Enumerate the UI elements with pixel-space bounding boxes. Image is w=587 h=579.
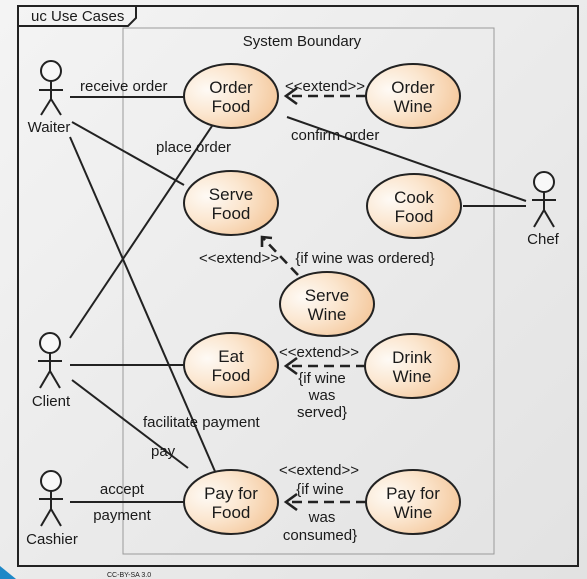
diagram-frame	[17, 5, 579, 567]
actor-chef[interactable]	[532, 171, 556, 228]
assoc-client-pay-food	[71, 379, 189, 469]
actor-client-head-icon	[39, 332, 61, 354]
assoc-waiter-serve-food	[71, 121, 185, 186]
frame-title: uc Use Cases	[31, 8, 124, 25]
label-confirm-order: confirm order	[291, 127, 379, 144]
extend-condition-drink-wine-line3: served}	[297, 404, 347, 421]
frame-title-tab	[18, 6, 137, 27]
extend-condition-drink-wine-line2: was	[308, 387, 336, 404]
label-place-order: place order	[156, 139, 231, 156]
actor-waiter-label: Waiter	[28, 119, 71, 136]
use-case-order-wine-line2: Wine	[394, 97, 433, 116]
assoc-client-order-food	[69, 125, 213, 339]
assoc-chef-order-food	[286, 116, 527, 202]
associations	[69, 96, 527, 503]
extend-condition-pay-wine-line2: was	[308, 509, 336, 526]
extend-stereotype-serve-wine: <<extend>>	[199, 250, 279, 267]
use-case-pay-food[interactable]: Pay for Food	[183, 469, 279, 535]
extend-arrows	[260, 86, 366, 512]
use-case-pay-wine-line2: Wine	[394, 503, 433, 522]
extend-arrowhead-pay-wine	[283, 492, 298, 512]
label-pay: pay	[151, 443, 176, 460]
extend-stereotype-order-wine: <<extend>>	[285, 78, 365, 95]
use-case-serve-food-line1: Serve	[209, 185, 253, 204]
use-case-serve-wine-line2: Wine	[308, 305, 347, 324]
actor-client-label: Client	[32, 393, 71, 410]
actor-waiter[interactable]	[39, 60, 63, 116]
extend-arrowhead-serve-wine	[260, 235, 273, 247]
system-boundary-label: System Boundary	[243, 33, 362, 50]
use-case-cook-food-line2: Food	[395, 207, 434, 226]
actor-cashier[interactable]	[39, 470, 63, 527]
use-case-pay-wine[interactable]: Pay for Wine	[365, 469, 461, 535]
use-case-pay-food-line1: Pay for	[204, 484, 258, 503]
use-case-order-food-line2: Food	[212, 97, 251, 116]
extend-arrow-serve-wine	[261, 236, 299, 276]
system-boundary	[122, 27, 495, 555]
use-case-serve-wine[interactable]: Serve Wine	[279, 271, 375, 337]
extend-condition-pay-wine-line3: consumed}	[283, 527, 357, 544]
actor-cashier-label: Cashier	[26, 531, 78, 548]
extend-condition-pay-wine-line1: {if wine	[296, 481, 344, 498]
label-receive-order: receive order	[80, 78, 168, 95]
actor-chef-head-icon	[533, 171, 555, 193]
use-case-order-food[interactable]: Order Food	[183, 63, 279, 129]
actor-waiter-head-icon	[40, 60, 62, 82]
use-case-order-wine-line1: Order	[391, 78, 435, 97]
assoc-waiter-pay-food	[69, 136, 218, 477]
use-case-serve-food-line2: Food	[212, 204, 251, 223]
use-case-eat-food-line2: Food	[212, 366, 251, 385]
corner-accent	[0, 566, 16, 579]
label-accept: accept	[100, 481, 145, 498]
extend-condition-serve-wine: {if wine was ordered}	[295, 250, 434, 267]
extend-arrowhead-order-wine	[283, 86, 298, 106]
actor-cashier-head-icon	[40, 470, 62, 492]
use-case-serve-food[interactable]: Serve Food	[183, 170, 279, 236]
extend-condition-drink-wine-line1: {if wine	[298, 370, 346, 387]
extend-arrowhead-drink-wine	[283, 356, 298, 376]
use-case-drink-wine-line2: Wine	[393, 367, 432, 386]
label-facilitate-payment: facilitate payment	[143, 414, 261, 431]
use-case-pay-food-line2: Food	[212, 503, 251, 522]
actor-chef-label: Chef	[527, 231, 560, 248]
use-case-order-food-line1: Order	[209, 78, 253, 97]
use-case-drink-wine[interactable]: Drink Wine	[364, 333, 460, 399]
license-footer: CC-BY-SA 3.0	[107, 572, 151, 579]
use-case-eat-food[interactable]: Eat Food	[183, 332, 279, 398]
use-case-cook-food-line1: Cook	[394, 188, 434, 207]
use-case-drink-wine-line1: Drink	[392, 348, 432, 367]
actor-client[interactable]	[38, 332, 62, 389]
use-case-serve-wine-line1: Serve	[305, 286, 349, 305]
extend-stereotype-drink-wine: <<extend>>	[279, 344, 359, 361]
use-case-cook-food[interactable]: Cook Food	[366, 173, 462, 239]
label-payment: payment	[93, 507, 151, 524]
use-case-eat-food-line1: Eat	[218, 347, 244, 366]
extend-stereotype-pay-wine: <<extend>>	[279, 462, 359, 479]
use-case-order-wine[interactable]: Order Wine	[365, 63, 461, 129]
use-case-pay-wine-line1: Pay for	[386, 484, 440, 503]
